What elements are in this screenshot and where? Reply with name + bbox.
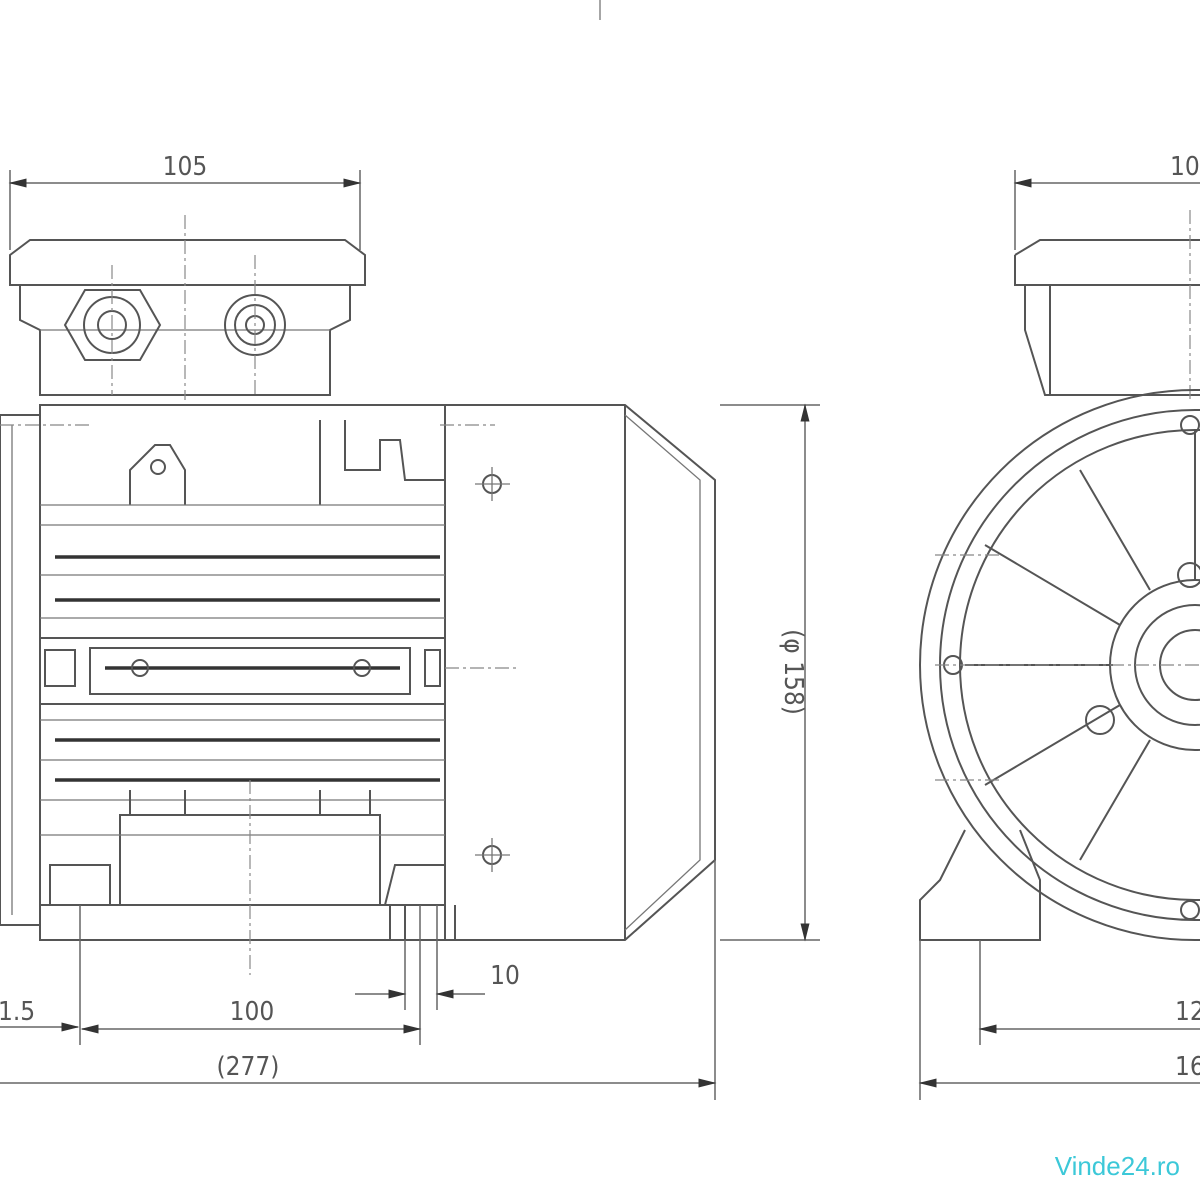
dim-front-overall-width: 16 [1175,1052,1200,1082]
dim-left-offset: 1.5 [0,997,35,1027]
dim-front-box: 10 [1170,152,1200,182]
dim-front-foot-spacing: 12 [1175,997,1200,1027]
dim-diameter: (φ 158) [778,629,808,715]
watermark: Vinde24.ro [1054,1151,1180,1181]
dim-foot-spacing: 100 [230,997,275,1027]
terminal-box [9,215,366,400]
dim-105: 105 [163,152,208,182]
dimension-labels: 105 10 (φ 158) 1.5 100 10 (277) 12 16 [0,152,1200,1082]
front-view [919,210,1200,941]
fan-cover [445,404,716,941]
dim-foot-slot: 10 [490,961,520,991]
dim-overall-length: (277) [217,1052,280,1082]
motor-body [0,404,520,975]
dimension-lines [0,170,1200,1100]
side-view [0,215,716,975]
